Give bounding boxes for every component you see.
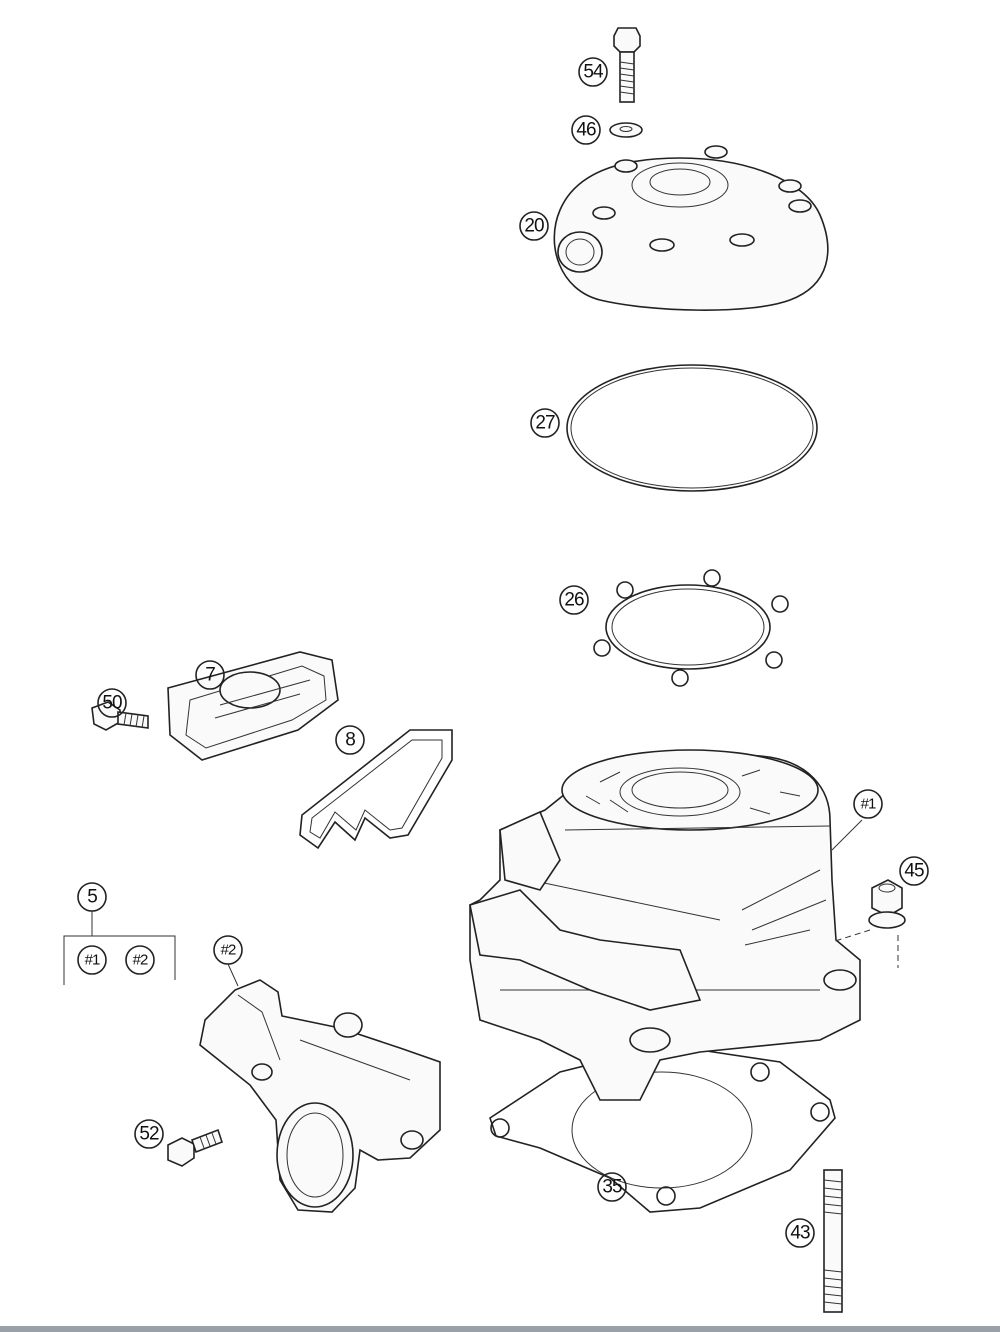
- callout-20-label: 20: [524, 216, 544, 237]
- part-43-stud[interactable]: [823, 1169, 843, 1313]
- callout-54[interactable]: 54: [578, 57, 608, 87]
- callout-intake-label: #2: [221, 942, 236, 959]
- callout-26-label: 26: [564, 590, 584, 611]
- callout-cylinder[interactable]: #1: [831, 789, 883, 851]
- part-7-reed-housing[interactable]: [167, 651, 339, 761]
- callout-cylinder-label: #1: [861, 796, 876, 813]
- part-cylinder[interactable]: [469, 749, 861, 1101]
- callout-20[interactable]: 20: [519, 211, 549, 241]
- callout-27-label: 27: [535, 413, 555, 434]
- bottom-edge-bar: [0, 1326, 1000, 1332]
- part-20-cylinder-head[interactable]: [553, 145, 829, 311]
- callout-8-label: 8: [345, 730, 355, 751]
- callout-8[interactable]: 8: [335, 725, 365, 755]
- callout-35[interactable]: 35: [597, 1172, 627, 1202]
- part-35-base-gasket[interactable]: [489, 1049, 836, 1213]
- part-26-head-gasket[interactable]: [593, 569, 789, 687]
- part-intake-manifold[interactable]: [199, 979, 441, 1213]
- callout-46[interactable]: 46: [571, 115, 601, 145]
- callout-43-label: 43: [790, 1223, 810, 1244]
- callout-50[interactable]: 50: [97, 688, 127, 718]
- callout-26[interactable]: 26: [559, 585, 589, 615]
- callout-27[interactable]: 27: [530, 408, 560, 438]
- callout-46-label: 46: [576, 120, 596, 141]
- callout-intake[interactable]: #2: [213, 935, 243, 987]
- part-54-head-bolt[interactable]: [613, 27, 641, 103]
- kit-sub-1-label: #1: [85, 952, 100, 969]
- callout-43[interactable]: 43: [785, 1218, 815, 1248]
- part-27-o-ring[interactable]: [566, 364, 818, 492]
- callout-5-label: 5: [87, 887, 97, 908]
- callout-5[interactable]: 5: [77, 882, 107, 912]
- callout-45-label: 45: [904, 861, 924, 882]
- callout-52-label: 52: [139, 1124, 159, 1145]
- part-45-nut[interactable]: [831, 879, 906, 968]
- callout-50-label: 50: [102, 693, 122, 714]
- part-52-bolt[interactable]: [167, 1128, 224, 1167]
- callout-52[interactable]: 52: [134, 1119, 164, 1149]
- part-5-kit-group[interactable]: #1 #2: [63, 911, 176, 985]
- callout-7-label: 7: [205, 665, 215, 686]
- callout-54-label: 54: [583, 62, 604, 83]
- part-46-washer[interactable]: [609, 122, 643, 138]
- callout-7[interactable]: 7: [195, 660, 225, 690]
- callout-45[interactable]: 45: [899, 856, 929, 886]
- callout-35-label: 35: [602, 1177, 622, 1198]
- kit-sub-2-label: #2: [133, 952, 148, 969]
- part-8-reed-gasket[interactable]: [299, 729, 453, 850]
